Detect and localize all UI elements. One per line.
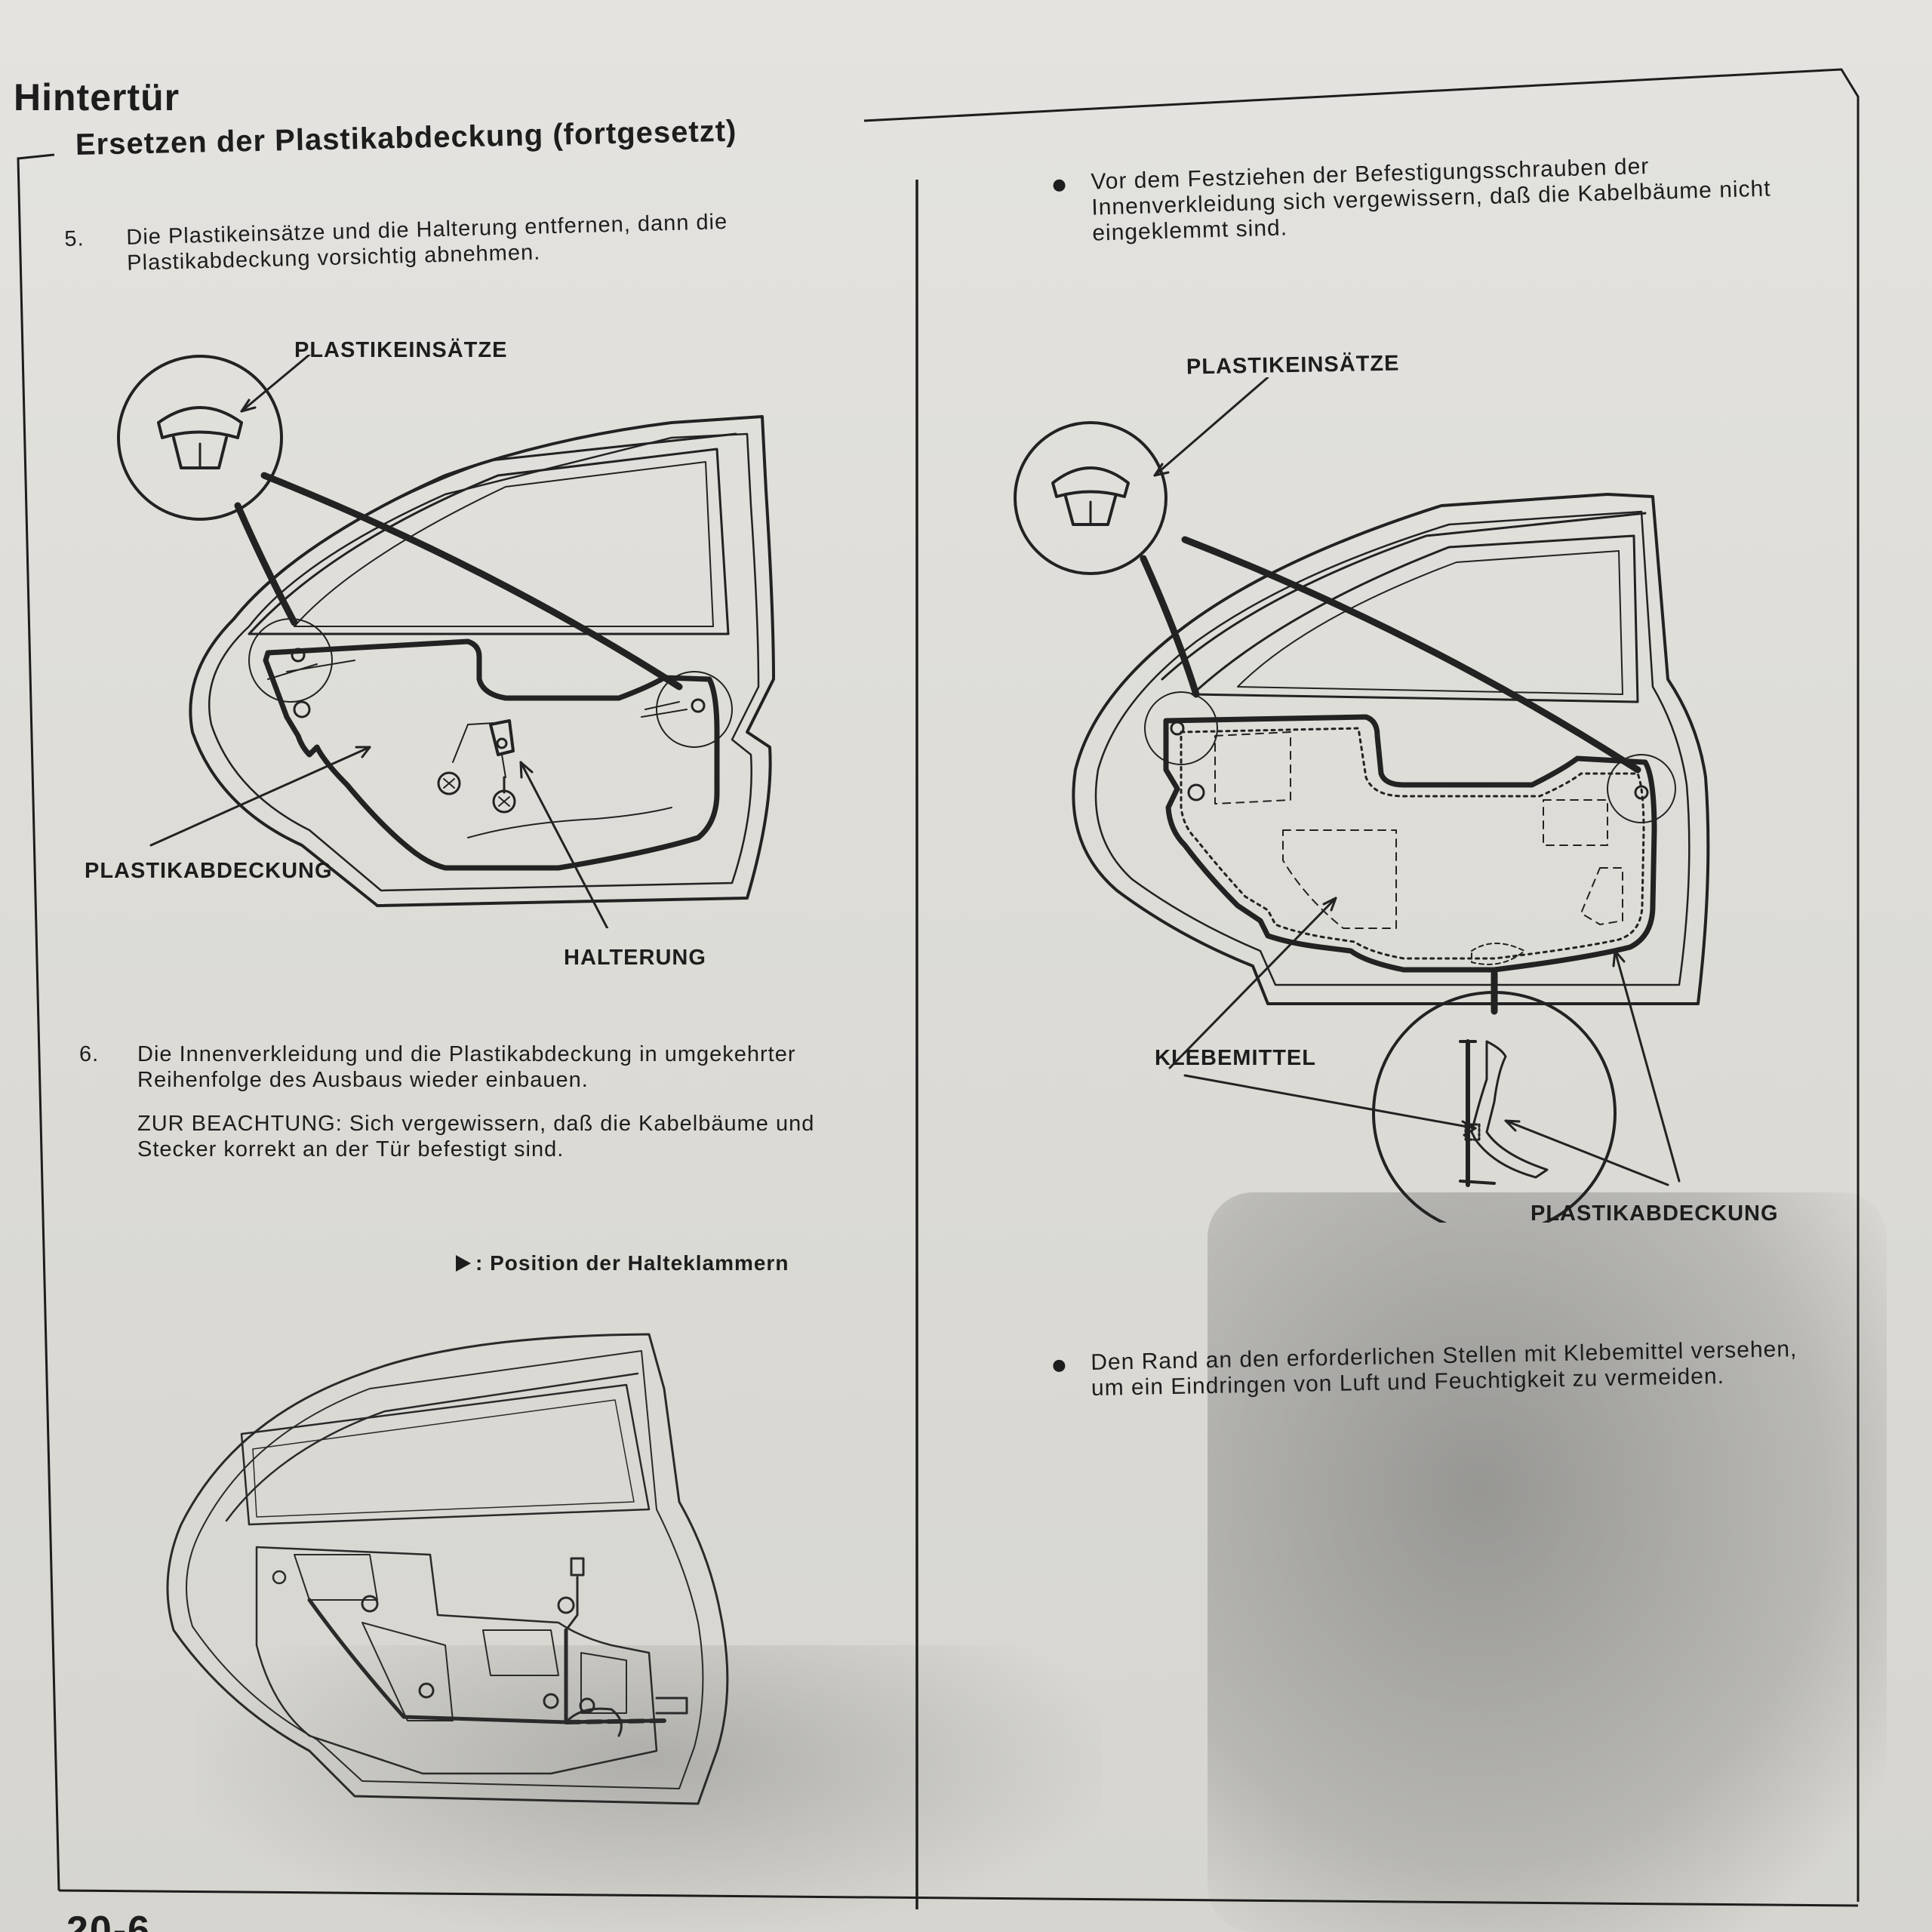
label-bracket: HALTERUNG	[564, 946, 706, 970]
label-adhesive: KLEBEMITTEL	[1155, 1046, 1316, 1070]
bullet-icon	[1053, 179, 1066, 192]
step-note: ZUR BEACHTUNG: Sich vergewissern, daß di…	[137, 1112, 815, 1161]
step-number: 6.	[79, 1042, 100, 1066]
figure-caption-clips: : Position der Halteklammern	[456, 1251, 789, 1275]
label-plastic-cover-left: PLASTIKABDECKUNG	[85, 859, 333, 883]
caption-text: : Position der Halteklammern	[475, 1251, 789, 1275]
figure-door-removal	[117, 355, 775, 928]
figure-adhesive	[1014, 377, 1710, 1223]
section-title: Hintertür	[14, 76, 180, 118]
label-plastic-inserts-right: PLASTIKEINSÄTZE	[1186, 351, 1400, 380]
bullet-icon	[1053, 1359, 1066, 1372]
triangle-marker-icon	[456, 1255, 471, 1272]
step-text: Die Innenverkleidung und die Plastikabde…	[137, 1042, 796, 1092]
page-number: 20-6	[66, 1909, 152, 1932]
label-plastic-inserts-left: PLASTIKEINSÄTZE	[294, 338, 508, 362]
step-number: 5.	[64, 226, 85, 251]
figure-clip-positions	[166, 1333, 729, 1805]
label-plastic-cover-right: PLASTIKABDECKUNG	[1531, 1201, 1779, 1226]
bullet-adhesive-edge: Den Rand an den erforderlichen Stellen m…	[1053, 1336, 1832, 1441]
step-6: 6. Die Innenverkleidung und die Plastika…	[79, 1041, 872, 1192]
photo-shadow	[1208, 1192, 1887, 1932]
